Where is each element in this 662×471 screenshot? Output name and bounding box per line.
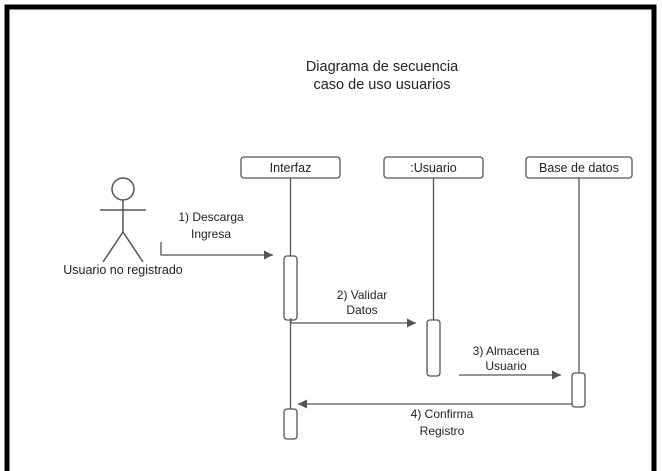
message-2-arrow — [290, 318, 416, 328]
diagram-title-line-2: caso de uso usuarios — [313, 77, 450, 93]
actor-label: Usuario no registrado — [63, 263, 183, 277]
message-1-label-line-1: 1) Descarga — [178, 210, 244, 224]
diagram-frame — [4, 4, 657, 471]
lifeline-usuario-label: :Usuario — [410, 161, 457, 175]
message-3-label-line-1: 3) Almacena — [473, 344, 540, 358]
diagram-title-line-1: Diagrama de secuencia — [306, 59, 459, 75]
message-3-label-line-2: Usuario — [485, 359, 527, 373]
message-4-label-line-2: Registro — [420, 424, 465, 438]
message-1-label-line-2: Ingresa — [191, 227, 231, 241]
activation-usuario — [426, 319, 441, 377]
message-4-label-line-1: 4) Confirma — [411, 407, 474, 421]
activation-base-de-datos — [571, 372, 586, 408]
message-2-label-line-1: 2) Validar — [337, 288, 387, 302]
lifeline-base-de-datos-label: Base de datos — [539, 161, 619, 175]
message-1-arrow — [160, 242, 273, 260]
activation-interfaz-1 — [283, 255, 298, 321]
actor-stick-figure-icon — [100, 177, 146, 263]
lifeline-interfaz-label: Interfaz — [270, 161, 312, 175]
activation-interfaz-2 — [283, 408, 298, 440]
message-2-label-line-2: Datos — [346, 303, 377, 317]
